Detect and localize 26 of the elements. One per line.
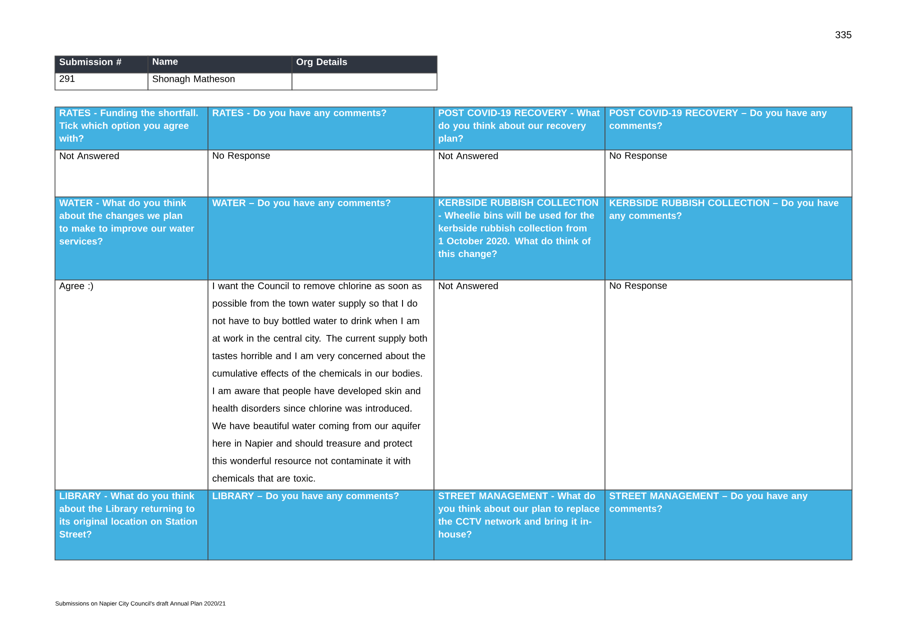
header-cell: RATES - Funding the shortfall. Tick which option you agree with?	[54, 106, 208, 150]
header-cell: KERBSIDE RUBBISH COLLECTION – Do you have any comments?	[604, 196, 852, 280]
table-cell: No Response	[208, 150, 434, 198]
header-cell: Name	[148, 56, 292, 74]
table-cell: Not Answered	[434, 150, 606, 198]
table-cell: Agree :)	[54, 280, 208, 490]
header-cell: STREET MANAGEMENT – Do you have any comments?	[604, 490, 852, 560]
table-cell: Shonagh Matheson	[148, 72, 292, 90]
table-cell: No Response	[604, 150, 852, 198]
table-cell: 291	[54, 72, 148, 90]
header-cell: POST COVID-19 RECOVERY - What do you think about our recovery plan?	[434, 106, 606, 150]
table-cell: No Response	[604, 280, 852, 490]
header-cell: WATER – Do you have any comments?	[208, 196, 434, 280]
header-cell: LIBRARY - What do you think about the Library returning to its original location on Station Street?	[54, 490, 208, 560]
table-cell: Not Answered	[54, 150, 208, 198]
header-cell: Submission #	[54, 56, 148, 74]
header-cell: RATES - Do you have any comments?	[208, 106, 434, 150]
page-number: 335	[836, 31, 852, 38]
header-cell: LIBRARY – Do you have any comments?	[208, 490, 434, 560]
header-cell: POST COVID-19 RECOVERY – Do you have any comments?	[604, 106, 852, 150]
header-cell: STREET MANAGEMENT - What do you think about our plan to replace the CCTV network and bring it in-house?	[434, 490, 606, 560]
header-cell: KERBSIDE RUBBISH COLLECTION - Wheelie bins will be used for the kerbside rubbish collection from 1 October 2020. What do think of this change?	[434, 196, 606, 280]
table-cell: I want the Council to remove chlorine as soon as possible from the town water supply so that I do not have to buy bottled water to drink when I am at work in the central city. The current supply both tastes horrible and I am very concerned about the cumulative effects of the chemicals in our bodies. I am aware that people have developed skin and health disorders since chlorine was introduced. We have beautiful water coming from our aquifer here in Napier and should treasure and protect this wonderful resource not contaminate it with chemicals that are toxic.	[208, 280, 434, 490]
header-cell: WATER - What do you think about the changes we plan to make to improve our water services?	[54, 196, 208, 280]
header-cell: Org Details	[292, 56, 438, 74]
table-cell: Not Answered	[434, 280, 606, 490]
